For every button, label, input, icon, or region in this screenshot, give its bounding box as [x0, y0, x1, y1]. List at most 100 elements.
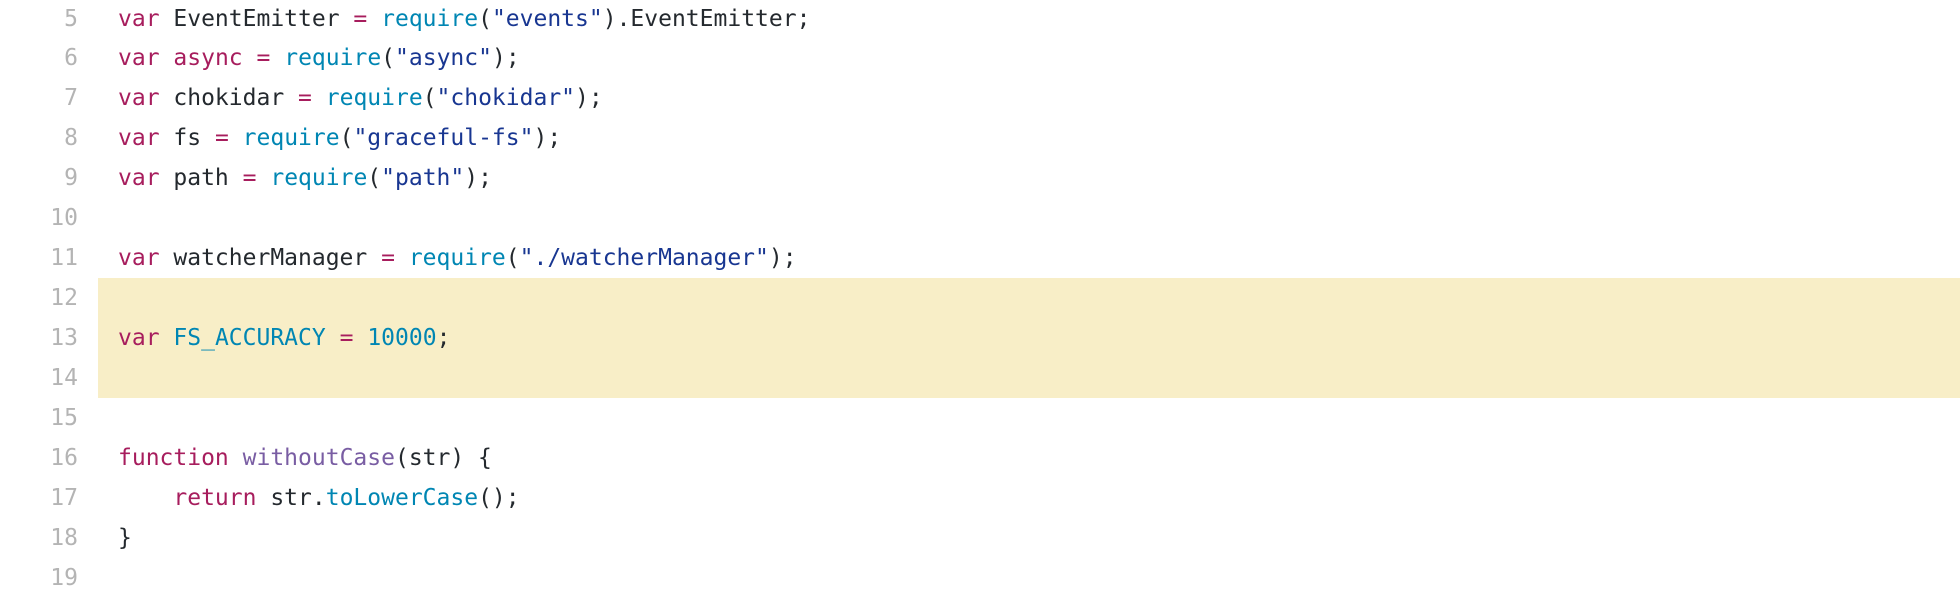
- code-token: =: [214, 125, 229, 151]
- code-text: var FS_ACCURACY = 10000;: [118, 318, 450, 358]
- code-line-highlighted: 14: [50, 358, 1960, 398]
- code-token: function: [118, 445, 229, 471]
- code-line-highlighted: 12: [50, 278, 1960, 318]
- code-line: 6 var async = require("async");: [0, 38, 1960, 78]
- line-number[interactable]: 9: [64, 165, 78, 191]
- line-number[interactable]: 15: [50, 405, 78, 431]
- code-token: return: [173, 485, 257, 511]
- code-token: [229, 445, 243, 471]
- code-token: toLowerCase: [325, 485, 479, 511]
- code-token: [160, 325, 174, 351]
- code-token: ;: [436, 325, 451, 351]
- code-token: (: [367, 165, 382, 191]
- code-token: "async": [395, 45, 492, 71]
- code-token: [160, 45, 174, 71]
- code-token: require: [408, 245, 506, 271]
- line-number[interactable]: 17: [50, 485, 78, 511]
- code-token: =: [256, 45, 271, 71]
- code-text: function withoutCase(str) {: [118, 438, 492, 478]
- code-text: return str.toLowerCase();: [118, 478, 520, 518]
- code-token: async: [173, 45, 243, 71]
- code-line: 9 var path = require("path");: [0, 158, 1960, 198]
- code-token: watcherManager: [159, 245, 382, 271]
- code-line: 7 var chokidar = require("chokidar");: [0, 78, 1960, 118]
- code-token: [229, 125, 243, 151]
- line-number[interactable]: 16: [50, 445, 78, 471]
- line-number[interactable]: 6: [64, 45, 78, 71]
- code-text: var path = require("path");: [118, 158, 492, 198]
- code-token: [367, 6, 381, 32]
- line-number[interactable]: 18: [50, 525, 78, 551]
- code-text: var async = require("async");: [118, 38, 520, 78]
- code-token: var: [118, 45, 160, 71]
- code-token: require: [325, 85, 423, 111]
- code-text: var watcherManager = require("./watcherM…: [118, 238, 797, 278]
- code-token: str.: [256, 485, 326, 511]
- code-token: );: [533, 125, 562, 151]
- code-token: );: [464, 165, 492, 191]
- line-number[interactable]: 8: [64, 125, 78, 151]
- code-token: var: [118, 6, 160, 32]
- code-token: (: [422, 85, 437, 111]
- code-token: [243, 45, 257, 71]
- code-token: =: [339, 325, 354, 351]
- code-token: ();: [478, 485, 520, 511]
- code-token: path: [159, 165, 243, 191]
- code-text: }: [118, 518, 132, 558]
- code-text: var fs = require("graceful-fs");: [118, 118, 561, 158]
- code-token: (: [381, 45, 396, 71]
- line-number[interactable]: 13: [50, 325, 78, 351]
- code-token: [353, 325, 367, 351]
- code-line: 19: [0, 558, 1960, 598]
- code-line: 15: [0, 398, 1960, 438]
- code-token: }: [118, 525, 132, 551]
- code-token: (str) {: [394, 445, 492, 471]
- code-token: require: [242, 125, 340, 151]
- line-number[interactable]: 19: [50, 565, 78, 591]
- code-token: );: [768, 245, 797, 271]
- code-token: (: [339, 125, 354, 151]
- code-line: 16 function withoutCase(str) {: [0, 438, 1960, 478]
- code-token: [257, 165, 271, 191]
- code-token: var: [118, 125, 160, 151]
- code-token: 10000: [367, 325, 437, 351]
- line-number[interactable]: 14: [50, 365, 78, 391]
- code-token: var: [118, 245, 160, 271]
- code-token: "graceful-fs": [353, 125, 534, 151]
- code-token: (: [478, 6, 492, 32]
- code-token: FS_ACCURACY: [173, 325, 326, 351]
- code-token: "events": [491, 6, 603, 32]
- code-line: 10: [0, 198, 1960, 238]
- code-token: "path": [381, 165, 465, 191]
- code-token: (: [505, 245, 520, 271]
- code-token: ).EventEmitter;: [602, 6, 811, 32]
- code-token: );: [491, 45, 520, 71]
- code-line: 8 var fs = require("graceful-fs");: [0, 118, 1960, 158]
- code-token: fs: [159, 125, 215, 151]
- code-token: =: [298, 85, 312, 111]
- code-token: var: [118, 325, 160, 351]
- code-line-highlighted: 13 var FS_ACCURACY = 10000;: [50, 318, 1960, 358]
- code-line: 18}: [0, 518, 1960, 558]
- code-text: var EventEmitter = require("events").Eve…: [118, 0, 810, 38]
- code-token: =: [242, 165, 257, 191]
- code-token: "chokidar": [436, 85, 576, 111]
- line-number[interactable]: 10: [50, 205, 78, 231]
- code-token: require: [381, 6, 479, 32]
- line-number[interactable]: 12: [50, 285, 78, 311]
- code-token: [395, 245, 409, 271]
- line-number[interactable]: 5: [64, 6, 78, 32]
- code-token: var: [118, 85, 160, 111]
- code-token: [118, 485, 173, 511]
- code-token: "./watcherManager": [519, 245, 769, 271]
- code-token: [312, 85, 326, 111]
- code-token: require: [284, 45, 382, 71]
- code-token: var: [118, 165, 160, 191]
- line-number[interactable]: 7: [64, 85, 78, 111]
- code-line: 17 return str.toLowerCase();: [0, 478, 1960, 518]
- line-number[interactable]: 11: [50, 245, 78, 271]
- code-token: );: [575, 85, 603, 111]
- code-text: var chokidar = require("chokidar");: [118, 78, 603, 118]
